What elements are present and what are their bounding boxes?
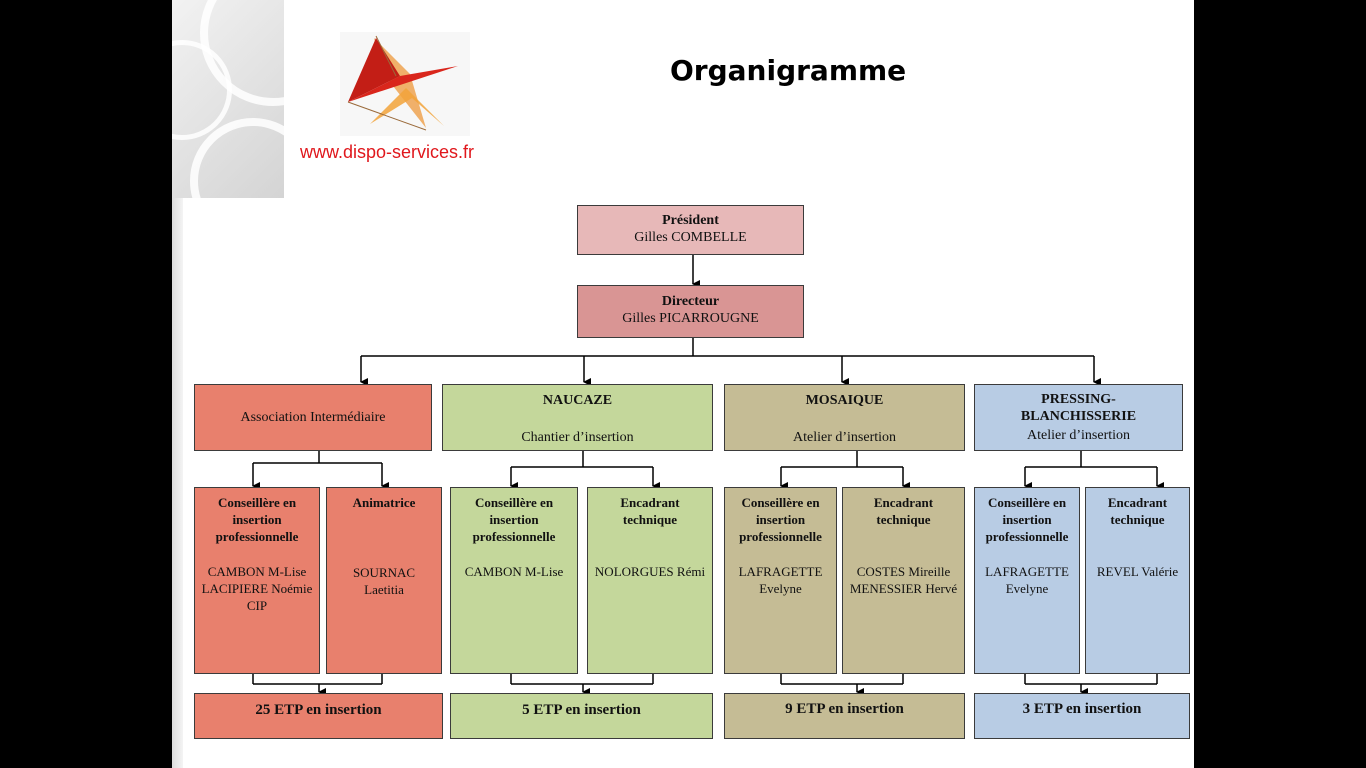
staff-box: Conseillère en insertion professionnelle…	[194, 487, 320, 674]
unit-name: NAUCAZE	[542, 393, 613, 408]
unit-name: MOSAIQUE	[805, 393, 884, 408]
staff-box: Conseillère en insertion professionnelle…	[724, 487, 837, 674]
org-connectors	[252, 255, 1164, 696]
staff-box: Conseillère en insertion professionnelle…	[450, 487, 578, 674]
staff-name: Laetitia	[364, 582, 404, 597]
unit-pressing-box: PRESSING-BLANCHISSERIE Atelier d’inserti…	[974, 384, 1183, 451]
company-logo	[340, 32, 470, 136]
slide: www.dispo-services.fr Organigramme	[172, 0, 1194, 768]
staff-role: Conseillère en insertion professionnelle	[739, 495, 822, 544]
etp-box: 9 ETP en insertion	[724, 693, 965, 739]
decorative-corner	[172, 0, 284, 198]
staff-name: REVEL Valérie	[1096, 564, 1179, 579]
staff-name: NOLORGUES Rémi	[594, 564, 706, 579]
president-name: Gilles COMBELLE	[634, 230, 747, 245]
etp-box: 3 ETP en insertion	[974, 693, 1190, 739]
staff-name: LACIPIERE Noémie	[201, 581, 313, 596]
etp-box: 5 ETP en insertion	[450, 693, 713, 739]
page-title: Organigramme	[670, 54, 907, 87]
staff-box: Animatrice SOURNAC Laetitia	[326, 487, 442, 674]
staff-name: Evelyne	[759, 581, 802, 596]
unit-association-box: Association Intermédiaire	[194, 384, 432, 451]
unit-subtitle: Chantier d’insertion	[521, 430, 634, 445]
director-role: Directeur	[661, 294, 720, 309]
etp-box: 25 ETP en insertion	[194, 693, 443, 739]
unit-name: PRESSING-BLANCHISSERIE	[1020, 392, 1137, 424]
staff-name: LAFRAGETTE	[738, 564, 823, 579]
staff-name: LAFRAGETTE	[985, 564, 1069, 579]
unit-subtitle: Atelier d’insertion	[792, 430, 897, 445]
staff-box: Encadrant technique NOLORGUES Rémi	[587, 487, 713, 674]
staff-name: CAMBON M-Lise	[464, 564, 564, 579]
staff-box: Conseillère en insertion professionnelle…	[974, 487, 1080, 674]
unit-naucaze-box: NAUCAZE Chantier d’insertion	[442, 384, 713, 451]
director-name: Gilles PICARROUGNE	[622, 311, 759, 326]
staff-role: Encadrant technique	[620, 495, 680, 527]
staff-name: CAMBON M-Lise	[207, 564, 307, 579]
president-role: Président	[662, 213, 719, 228]
staff-name: COSTES Mireille	[856, 564, 951, 579]
staff-role: Conseillère en insertion professionnelle	[215, 495, 299, 544]
staff-box: Encadrant technique REVEL Valérie	[1085, 487, 1190, 674]
staff-name: Evelyne	[1005, 581, 1049, 596]
website-link[interactable]: www.dispo-services.fr	[300, 142, 475, 162]
staff-name: SOURNAC	[352, 565, 416, 580]
unit-subtitle: Atelier d’insertion	[1026, 428, 1131, 443]
unit-name: Association Intermédiaire	[240, 410, 386, 425]
staff-role: Conseillère en insertion professionnelle	[985, 495, 1069, 544]
staff-box: Encadrant technique COSTES Mireille MENE…	[842, 487, 965, 674]
director-box: Directeur Gilles PICARROUGNE	[577, 285, 804, 338]
unit-mosaique-box: MOSAIQUE Atelier d’insertion	[724, 384, 965, 451]
decorative-strip	[172, 198, 183, 768]
staff-name: MENESSIER Hervé	[849, 581, 958, 596]
staff-role: Conseillère en insertion professionnelle	[472, 495, 556, 544]
staff-role: Animatrice	[352, 495, 416, 510]
staff-role: Encadrant technique	[1107, 495, 1168, 527]
president-box: Président Gilles COMBELLE	[577, 205, 804, 255]
staff-role: Encadrant technique	[873, 495, 934, 527]
staff-name: CIP	[246, 598, 268, 613]
